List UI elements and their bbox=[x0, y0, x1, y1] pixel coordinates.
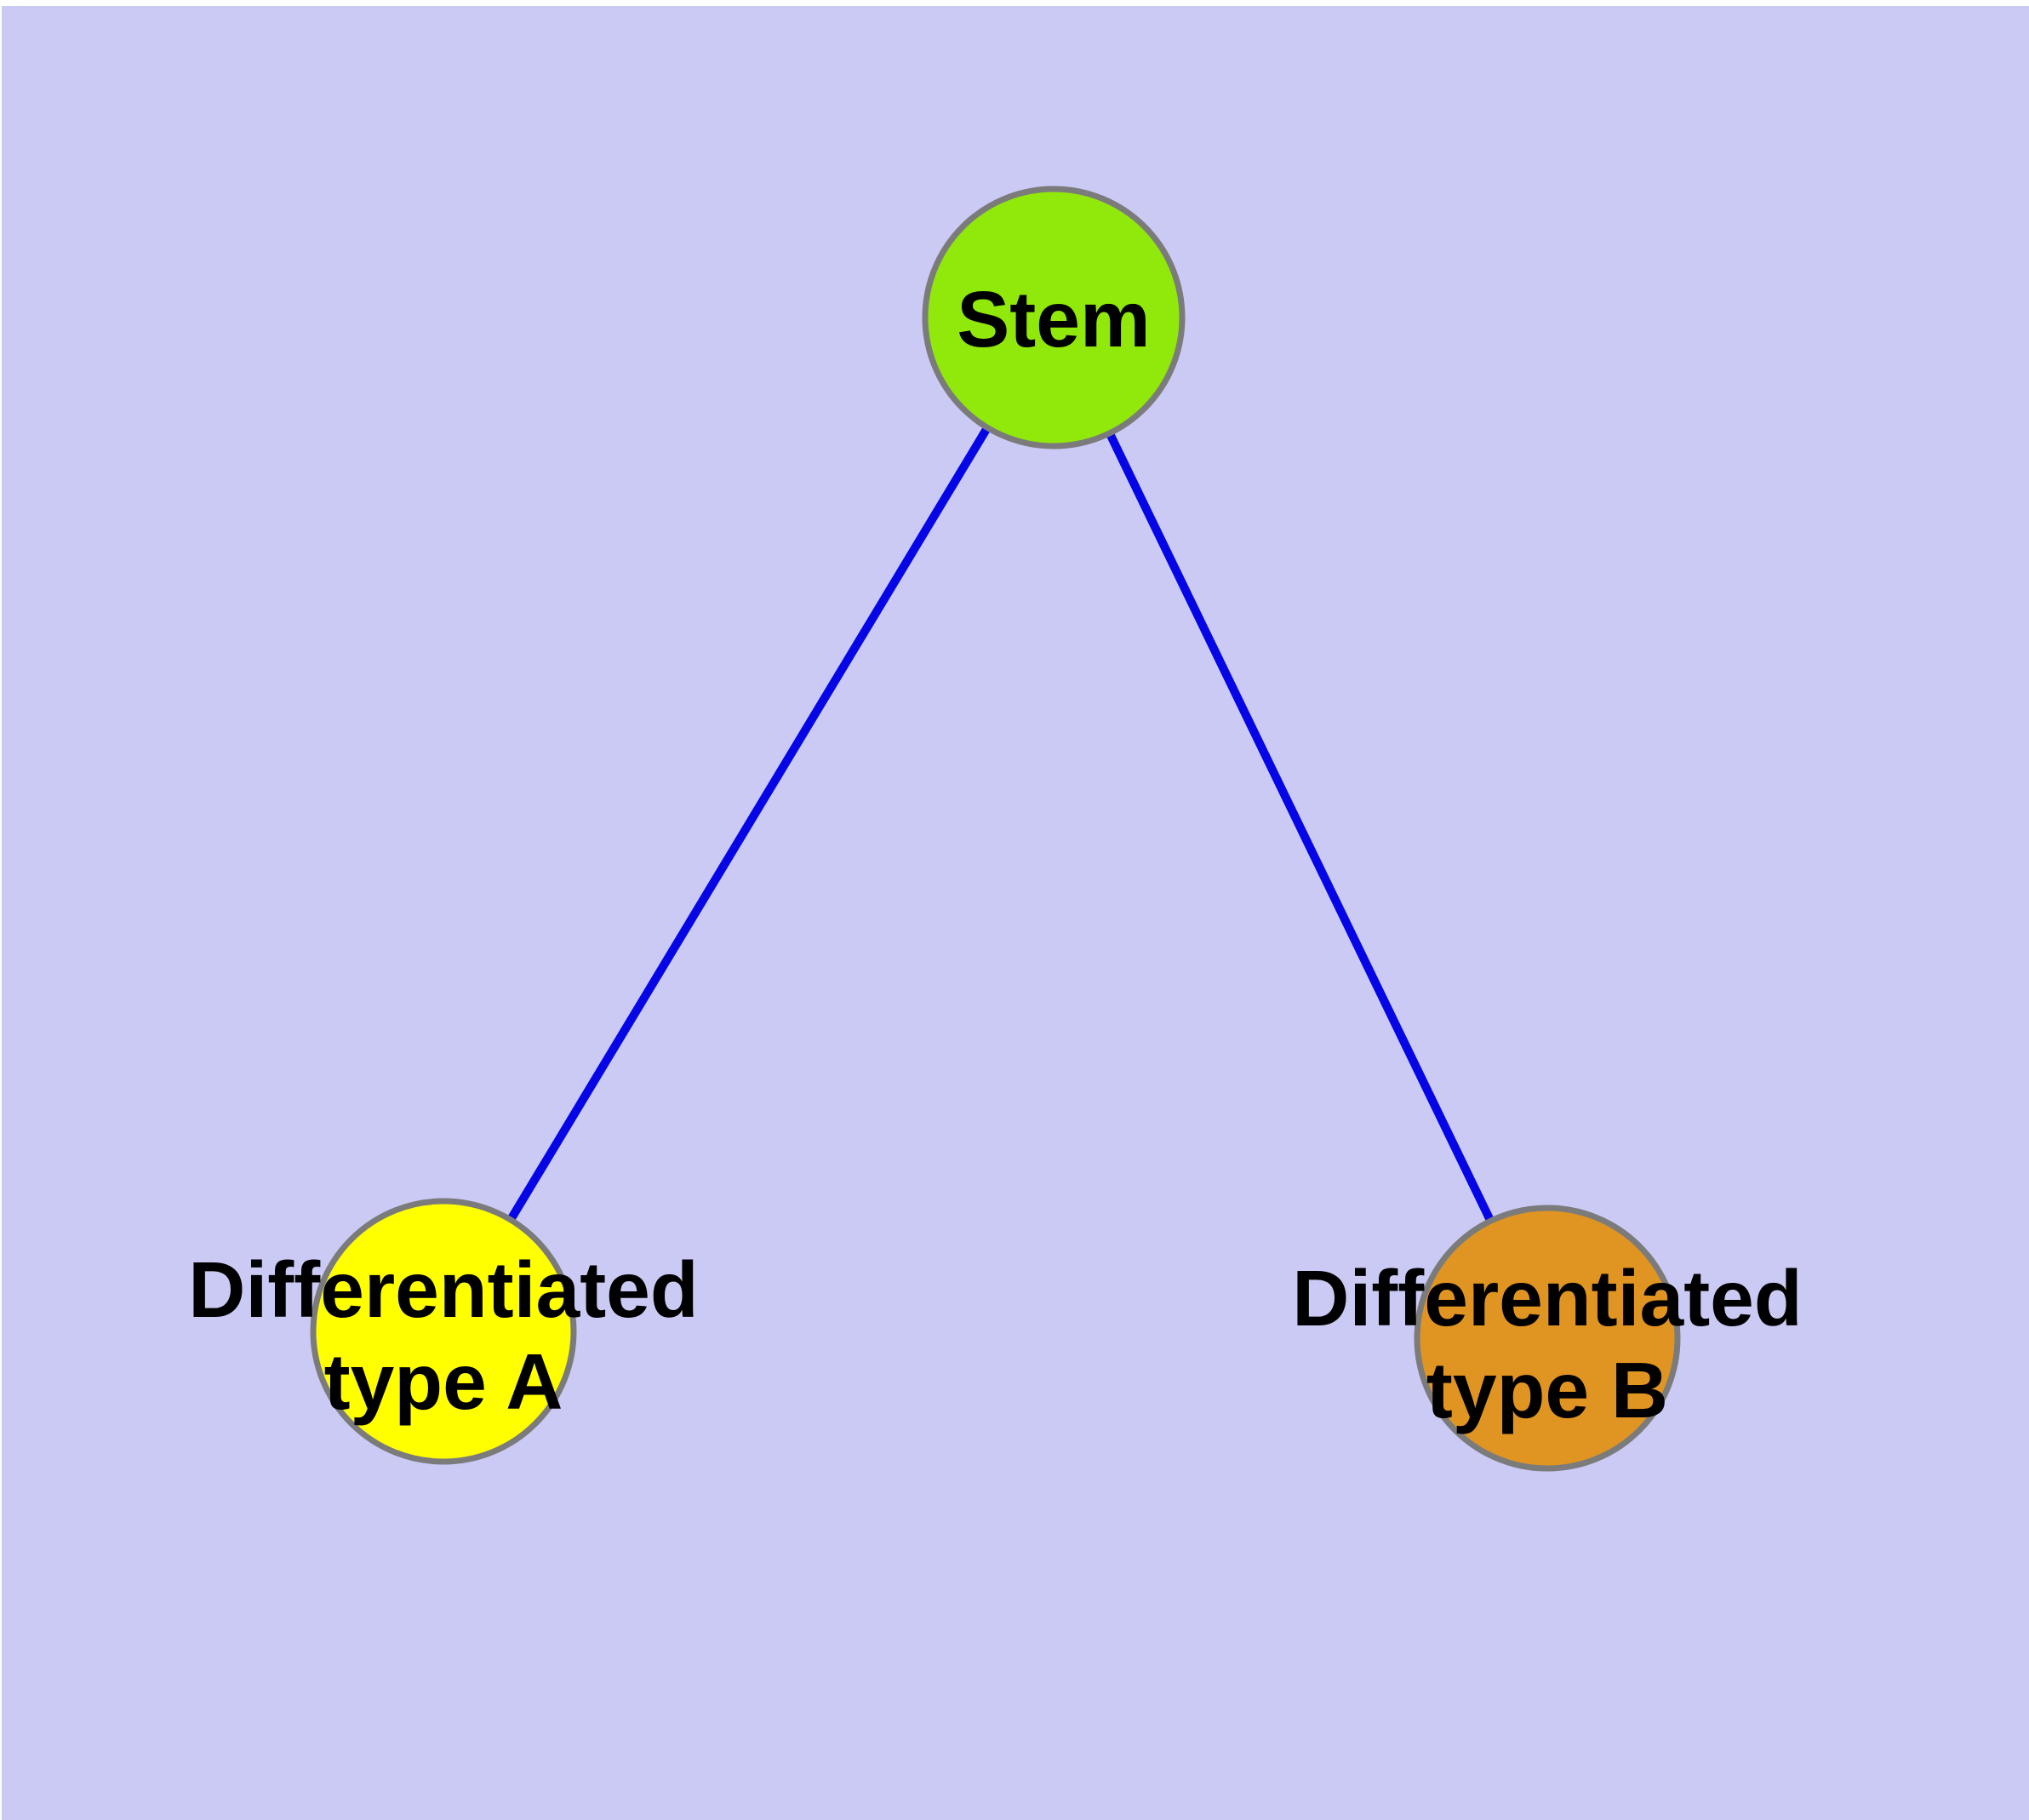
node-stem-circle bbox=[922, 186, 1186, 449]
node-type-b-circle bbox=[1414, 1205, 1681, 1472]
node-stem-label: Stem bbox=[957, 275, 1150, 363]
node-type-a-circle bbox=[310, 1198, 577, 1465]
node-type-a-label-line2: type A bbox=[324, 1337, 563, 1426]
edge-stem-to-type-a bbox=[439, 315, 1058, 1334]
node-type-a-label-line1: Differentiated bbox=[188, 1245, 698, 1334]
edge-stem-to-type-b bbox=[1049, 315, 1552, 1341]
node-type-b-label-line2: type B bbox=[1426, 1346, 1668, 1434]
node-type-b-label-line1: Differentiated bbox=[1292, 1254, 1802, 1342]
